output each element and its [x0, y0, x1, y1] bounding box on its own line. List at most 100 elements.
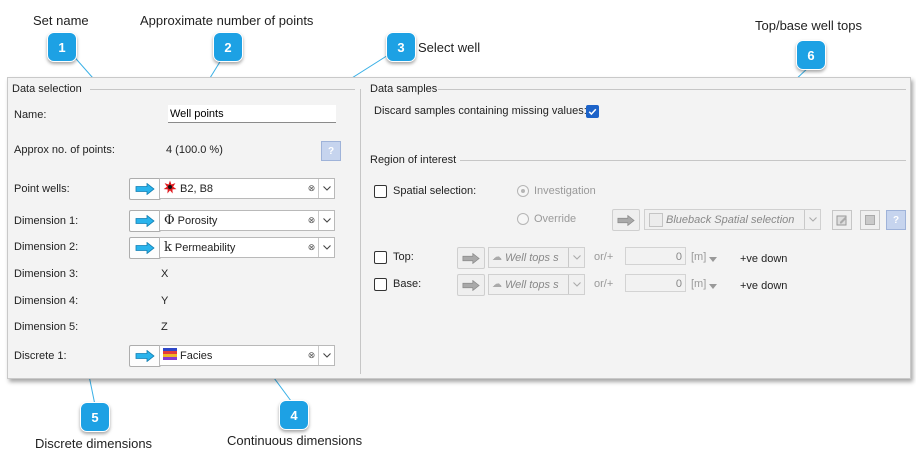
chevron-down-icon[interactable] — [318, 211, 334, 230]
base-well-tops-combo[interactable]: ☁ Well tops s — [488, 274, 585, 295]
chevron-down-icon[interactable] — [568, 248, 584, 267]
facies-icon — [163, 348, 177, 363]
dimension-3-label: Dimension 3: — [14, 268, 79, 280]
data-selection-title: Data selection — [12, 83, 82, 95]
spatial-selection-combo[interactable]: Blueback Spatial selection — [644, 209, 821, 230]
point-wells-label: Point wells: — [14, 183, 70, 195]
chevron-down-icon[interactable] — [318, 346, 334, 365]
approx-points-label: Approx no. of points: — [14, 144, 115, 156]
callout-badge-3: 3 — [386, 32, 416, 62]
dimension-4-label: Dimension 4: — [14, 295, 79, 307]
arrow-right-icon — [462, 279, 480, 291]
name-label: Name: — [14, 109, 47, 121]
dimension-2-label: Dimension 2: — [14, 241, 79, 253]
base-insert-button[interactable] — [457, 274, 485, 296]
help-icon[interactable]: ? — [886, 210, 906, 230]
dimension-2-value: Permeability — [174, 241, 236, 254]
checkmark-icon — [588, 108, 597, 116]
clear-icon[interactable]: ⊗ — [307, 242, 316, 252]
name-input[interactable] — [168, 105, 336, 123]
override-label: Override — [534, 213, 577, 225]
chevron-down-icon[interactable] — [709, 280, 717, 292]
override-radio[interactable] — [517, 213, 529, 225]
clear-icon[interactable]: ⊗ — [307, 350, 316, 360]
callout-label-discrete: Discrete dimensions — [35, 436, 153, 451]
help-icon: ? — [327, 145, 335, 157]
callout-badge-2: 2 — [213, 32, 243, 62]
discard-missing-checkbox[interactable] — [586, 105, 599, 118]
dimension-1-label: Dimension 1: — [14, 215, 79, 227]
clear-icon[interactable]: ⊗ — [307, 183, 316, 193]
point-wells-combo[interactable]: B2, B8 ⊗ — [159, 178, 335, 199]
top-positive-down-label: +ve down — [740, 253, 788, 265]
chevron-down-icon[interactable] — [318, 238, 334, 257]
edit-icon[interactable] — [832, 210, 852, 230]
callout-badge-1: 1 — [47, 32, 77, 62]
well-tops-icon: ☁ — [492, 252, 502, 263]
investigation-label: Investigation — [534, 185, 596, 197]
discard-missing-label: Discard samples containing missing value… — [374, 105, 587, 117]
arrow-right-icon — [462, 252, 480, 264]
top-checkbox[interactable] — [374, 251, 387, 264]
chevron-down-icon[interactable] — [568, 275, 584, 294]
callout-badge-5: 5 — [80, 402, 110, 432]
top-well-tops-combo[interactable]: ☁ Well tops s — [488, 247, 585, 268]
well-star-icon — [163, 180, 177, 197]
dimension-5-value: Z — [161, 321, 168, 333]
top-offset-input[interactable]: 0 — [625, 247, 686, 265]
dimension-1-value: Porosity — [177, 214, 218, 227]
callout-label-approx-points: Approximate number of points — [140, 13, 314, 28]
data-samples-title: Data samples — [370, 83, 438, 95]
arrow-right-icon — [135, 350, 155, 362]
k-icon: k — [164, 240, 172, 255]
clear-icon[interactable]: ⊗ — [307, 215, 316, 225]
well-tops-icon: ☁ — [492, 279, 502, 290]
chevron-down-icon[interactable] — [804, 210, 820, 229]
callout-label-top-base: Top/base well tops — [755, 18, 862, 33]
dimension-1-insert-button[interactable] — [129, 210, 161, 232]
region-of-interest-title: Region of interest — [370, 154, 457, 166]
top-insert-button[interactable] — [457, 247, 485, 269]
discrete-1-combo[interactable]: Facies ⊗ — [159, 345, 335, 366]
investigation-radio[interactable] — [517, 185, 529, 197]
spatial-selection-value: Blueback Spatial selection — [666, 213, 795, 226]
spatial-selection-icon — [649, 212, 663, 227]
base-label: Base: — [393, 278, 422, 290]
top-or-label: or/+ — [594, 251, 614, 263]
point-wells-insert-button[interactable] — [129, 178, 161, 200]
chevron-down-icon[interactable] — [709, 253, 717, 265]
base-well-tops-value: Well tops s — [505, 278, 559, 291]
callout-label-continuous: Continuous dimensions — [227, 433, 363, 448]
discrete-1-label: Discrete 1: — [14, 350, 67, 362]
discrete-1-insert-button[interactable] — [129, 345, 161, 367]
phi-icon: Φ — [164, 213, 175, 228]
base-positive-down-label: +ve down — [740, 280, 788, 292]
dimension-5-label: Dimension 5: — [14, 321, 79, 333]
dimension-3-value: X — [161, 268, 169, 280]
dimension-2-combo[interactable]: k Permeability ⊗ — [159, 237, 335, 258]
top-well-tops-value: Well tops s — [505, 251, 559, 264]
point-wells-value: B2, B8 — [180, 182, 214, 195]
help-button[interactable]: ? — [321, 141, 341, 161]
spatial-insert-button[interactable] — [612, 209, 640, 231]
callout-badge-6: 6 — [796, 40, 826, 70]
base-unit-label: [m] — [691, 278, 707, 290]
stop-icon[interactable] — [860, 210, 880, 230]
base-offset-input[interactable]: 0 — [625, 274, 686, 292]
dialog-panel: Data selection Name: Approx no. of point… — [7, 77, 911, 379]
callout-label-set-name: Set name — [33, 13, 89, 28]
chevron-down-icon[interactable] — [318, 179, 334, 198]
top-label: Top: — [393, 251, 414, 263]
dimension-1-combo[interactable]: Φ Porosity ⊗ — [159, 210, 335, 231]
dimension-4-value: Y — [161, 295, 169, 307]
arrow-right-icon — [135, 183, 155, 195]
spatial-selection-label: Spatial selection: — [393, 185, 477, 197]
arrow-right-icon — [135, 215, 155, 227]
discrete-1-value: Facies — [180, 349, 213, 362]
arrow-right-icon — [617, 214, 635, 226]
arrow-right-icon — [135, 242, 155, 254]
dimension-2-insert-button[interactable] — [129, 237, 161, 259]
spatial-selection-checkbox[interactable] — [374, 185, 387, 198]
callout-label-select-well: Select well — [418, 40, 481, 55]
base-checkbox[interactable] — [374, 278, 387, 291]
